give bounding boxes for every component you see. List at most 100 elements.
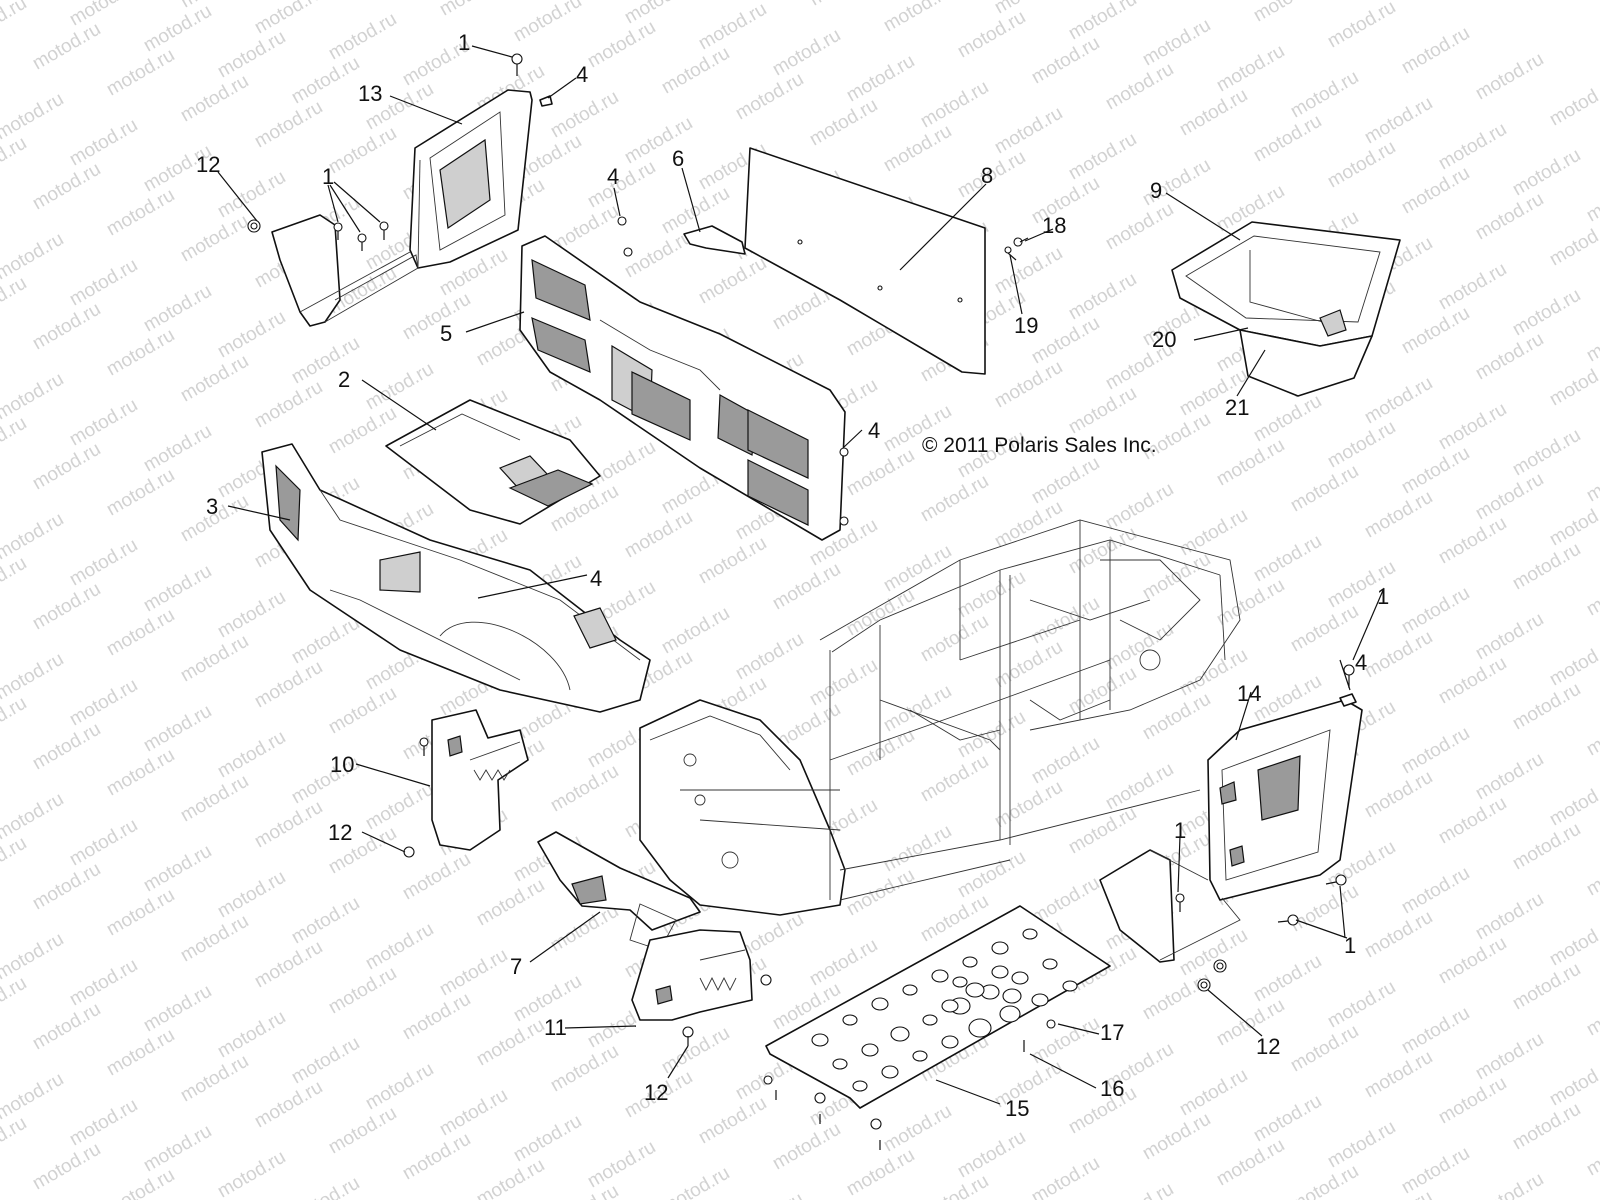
callout-7: 7	[510, 954, 522, 979]
watermark-text: motod.ru	[140, 1, 215, 57]
skid-hole	[968, 1018, 992, 1038]
skid-hole	[991, 965, 1009, 979]
watermark-text: motod.ru	[1583, 985, 1600, 1041]
skid-hole	[941, 1035, 959, 1049]
watermark-text: motod.ru	[251, 1077, 326, 1133]
watermark-text: motod.ru	[991, 357, 1066, 413]
watermark-text: motod.ru	[621, 113, 696, 169]
watermark-text: motod.ru	[769, 1119, 844, 1175]
watermark-text: motod.ru	[140, 421, 215, 477]
callout-12: 12	[196, 152, 220, 177]
callout-13: 13	[358, 81, 382, 106]
callout-20: 20	[1152, 327, 1176, 352]
watermark-text: motod.ru	[1361, 767, 1436, 823]
watermark-text: motod.ru	[103, 325, 178, 381]
watermark-text: motod.ru	[362, 919, 437, 975]
callout-4: 4	[576, 62, 588, 87]
watermark-text: motod.ru	[1472, 329, 1547, 385]
watermark-text: motod.ru	[880, 121, 955, 177]
watermark-text: motod.ru	[843, 865, 918, 921]
watermark-text: motod.ru	[140, 701, 215, 757]
callout-19: 19	[1014, 313, 1038, 338]
watermark-text: motod.ru	[103, 45, 178, 101]
watermark-text: motod.ru	[584, 157, 659, 213]
watermark-text: motod.ru	[1102, 479, 1177, 535]
watermark-text: motod.ru	[325, 1103, 400, 1159]
watermark-text: motod.ru	[103, 185, 178, 241]
skid-hole	[962, 956, 978, 968]
watermark-text: motod.ru	[251, 0, 326, 38]
skid-hole	[1042, 958, 1058, 970]
watermark-text: motod.ru	[1287, 881, 1362, 937]
watermark-text: motod.ru	[66, 0, 141, 30]
watermark-text: motod.ru	[29, 999, 104, 1055]
callout-16: 16	[1100, 1076, 1124, 1101]
watermark-text: motod.ru	[1213, 435, 1288, 491]
watermark-text: motod.ru	[1250, 1091, 1325, 1147]
watermark-text: motod.ru	[1361, 1187, 1436, 1200]
watermark-text: motod.ru	[66, 1095, 141, 1151]
watermark-text: motod.ru	[29, 299, 104, 355]
watermark-text: motod.ru	[1213, 1135, 1288, 1191]
watermark-text: motod.ru	[1361, 627, 1436, 683]
watermark-text: motod.ru	[1287, 461, 1362, 517]
watermark-text: motod.ru	[436, 0, 511, 20]
watermark-text: motod.ru	[177, 351, 252, 407]
watermark-text: motod.ru	[1287, 1161, 1362, 1200]
watermark-text: motod.ru	[991, 777, 1066, 833]
part-18-19-bolt	[1004, 237, 1029, 261]
watermark-text: motod.ru	[1102, 619, 1177, 675]
callout-4: 4	[590, 566, 602, 591]
watermark-text: motod.ru	[843, 1145, 918, 1200]
part-9-storage-tray	[1171, 221, 1401, 397]
callout-12: 12	[644, 1080, 668, 1105]
watermark-text: motod.ru	[1213, 575, 1288, 631]
callout-12: 12	[328, 820, 352, 845]
watermark-text: motod.ru	[1139, 1109, 1214, 1165]
watermark-text: motod.ru	[806, 95, 881, 151]
watermark-text: motod.ru	[1509, 959, 1584, 1015]
watermark-text: motod.ru	[1287, 67, 1362, 123]
watermark-text: motod.ru	[399, 289, 474, 345]
watermark-text: motod.ru	[1398, 863, 1473, 919]
watermark-text: motod.ru	[1287, 601, 1362, 657]
watermark-text: motod.ru	[1102, 199, 1177, 255]
callout-1: 1	[1344, 933, 1356, 958]
watermark-text: motod.ru	[695, 253, 770, 309]
callout-14: 14	[1237, 681, 1261, 706]
callout-2: 2	[338, 367, 350, 392]
part-3-floor-tub	[261, 443, 651, 713]
watermark-text: motod.ru	[732, 629, 807, 685]
watermark-text: motod.ru	[436, 945, 511, 1001]
skid-hole	[991, 941, 1009, 955]
watermark-text: motod.ru	[917, 77, 992, 133]
watermark-text: motod.ru	[251, 657, 326, 713]
part-1-screws-upper-left	[247, 53, 553, 251]
watermark-text: motod.ru	[1472, 189, 1547, 245]
watermark-text: motod.ru	[658, 1163, 733, 1200]
watermark-text: motod.ru	[1583, 311, 1600, 367]
skid-hole	[861, 1043, 879, 1057]
watermark-text: motod.ru	[1583, 1125, 1600, 1181]
watermark-text: motod.ru	[1583, 705, 1600, 761]
watermark-text: motod.ru	[954, 1127, 1029, 1183]
watermark-text: motod.ru	[29, 439, 104, 495]
watermark-text: motod.ru	[66, 675, 141, 731]
watermark-text: motod.ru	[103, 745, 178, 801]
watermark-text: motod.ru	[288, 1033, 363, 1089]
skid-hole	[1002, 988, 1022, 1004]
watermark-text: motod.ru	[288, 893, 363, 949]
watermark-text: motod.ru	[1509, 145, 1584, 201]
watermark-text: motod.ru	[1139, 969, 1214, 1025]
watermark-text: motod.ru	[1435, 933, 1510, 989]
watermark-text: motod.ru	[991, 243, 1066, 299]
watermark-text: motod.ru	[1472, 889, 1547, 945]
watermark-text: motod.ru	[1509, 539, 1584, 595]
skid-hole	[881, 1065, 899, 1079]
watermark-text: motod.ru	[0, 833, 30, 889]
watermark-text: motod.ru	[325, 403, 400, 459]
watermark-text: motod.ru	[954, 567, 1029, 623]
watermark-text: motod.ru	[0, 1113, 30, 1169]
watermark-text: motod.ru	[177, 211, 252, 267]
